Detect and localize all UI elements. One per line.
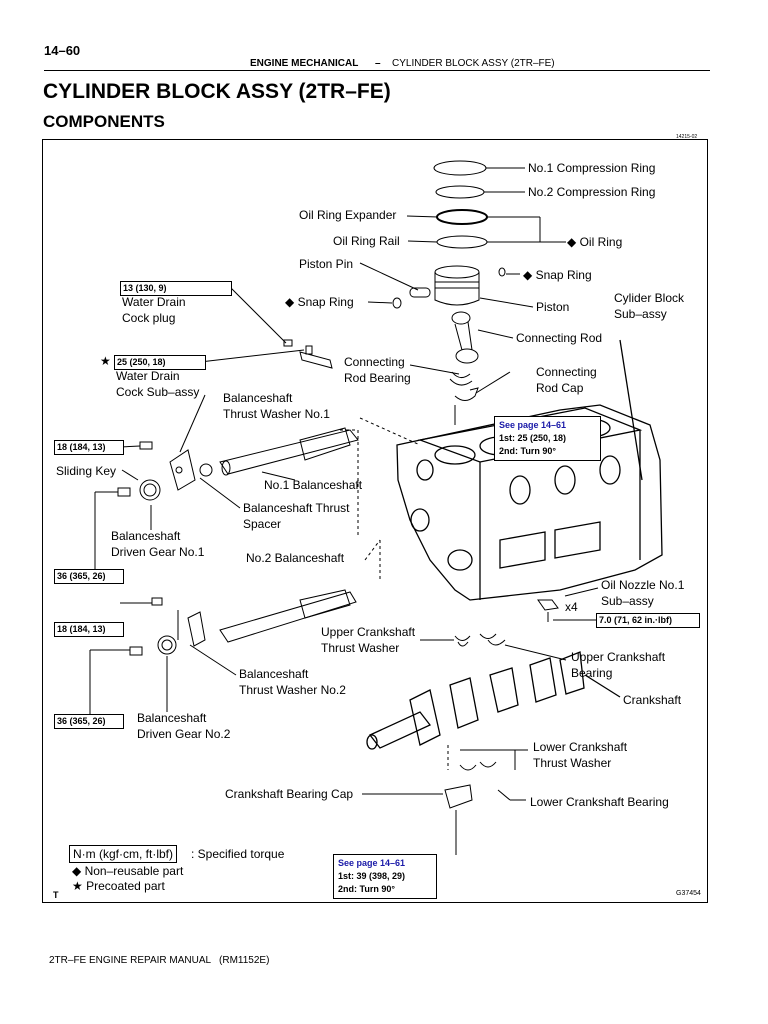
- label-connecting-rod: Connecting Rod: [516, 331, 603, 345]
- label-no1-compression-ring: No.1 Compression Ring: [528, 161, 656, 175]
- no2-balanceshaft-art: [89, 539, 381, 718]
- section-subtitle: COMPONENTS: [43, 112, 165, 131]
- label-thrust-washer-2: Balanceshaft Thrust Washer No.2: [239, 667, 346, 697]
- page-number: 14–60: [44, 43, 81, 58]
- legend-precoated: ★ Precoated part: [72, 879, 165, 893]
- illustration-code: G37454: [676, 890, 701, 897]
- header-section: ENGINE MECHANICAL: [250, 58, 359, 69]
- label-piston: Piston: [536, 300, 570, 314]
- label-snap-ring-right: ◆ Snap Ring: [523, 268, 592, 282]
- piston-rings-art: [406, 160, 566, 249]
- connecting-rod-art: [409, 311, 514, 425]
- label-conrod-bearing: Connecting Rod Bearing: [344, 355, 411, 385]
- label-x4: x4: [565, 600, 578, 614]
- label-oil-ring-rail: Oil Ring Rail: [333, 234, 400, 248]
- header-rule: [44, 70, 710, 71]
- torque-oil-nozzle: 7.0 (71, 62 in.·lbf): [596, 613, 700, 628]
- legend-unit-box: N·m (kgf·cm, ft·lbf): [69, 845, 177, 863]
- label-crankshaft: Crankshaft: [623, 693, 682, 707]
- figure-frame: [42, 139, 708, 903]
- label-no2-compression-ring: No.2 Compression Ring: [528, 185, 656, 199]
- torque-water-drain-plug: 13 (130, 9): [120, 281, 232, 296]
- page-title: CYLINDER BLOCK ASSY (2TR–FE): [43, 80, 391, 103]
- label-no1-balanceshaft: No.1 Balanceshaft: [264, 478, 363, 492]
- label-thrust-spacer: Balanceshaft Thrust Spacer: [243, 501, 350, 531]
- label-thrust-washer-1: Balanceshaft Thrust Washer No.1: [223, 391, 330, 421]
- see-page-link[interactable]: See page 14–61: [499, 420, 567, 430]
- spec-box-bearing-cap: See page 14–61 1st: 39 (398, 29) 2nd: Tu…: [333, 854, 437, 899]
- torque-gear-1: 36 (365, 26): [54, 569, 124, 584]
- legend-non-reusable: ◆ Non–reusable part: [72, 864, 184, 878]
- label-sliding-key: Sliding Key: [56, 464, 117, 478]
- figure-code: 14215-02: [676, 134, 698, 140]
- oil-nozzle-art: [537, 587, 599, 622]
- label-snap-ring-left: ◆ Snap Ring: [285, 295, 354, 309]
- torque-bolt-1: 18 (184, 13): [54, 440, 124, 455]
- label-upper-thrust-washer: Upper Crankshaft Thrust Washer: [321, 625, 416, 655]
- label-piston-pin: Piston Pin: [299, 257, 354, 271]
- corner-mark: T: [53, 890, 59, 900]
- label-bearing-cap: Crankshaft Bearing Cap: [225, 787, 354, 801]
- header-dash: –: [375, 58, 381, 69]
- non-reusable-icon: ◆: [567, 235, 577, 249]
- crankshaft-art: [366, 651, 621, 750]
- label-water-drain-sub: Water Drain Cock Sub–assy: [116, 369, 200, 399]
- cylinder-block-art: [396, 339, 663, 601]
- label-lower-bearing: Lower Crankshaft Bearing: [530, 795, 669, 809]
- see-page-link[interactable]: See page 14–61: [338, 858, 406, 868]
- torque-water-drain-sub: 25 (250, 18): [114, 355, 206, 370]
- label-oil-ring: ◆ Oil Ring: [567, 234, 622, 250]
- precoated-icon: ★: [100, 354, 111, 368]
- label-conrod-cap: Connecting Rod Cap: [536, 365, 597, 395]
- label-oil-ring-expander: Oil Ring Expander: [299, 208, 397, 222]
- label-oil-nozzle: Oil Nozzle No.1 Sub–assy: [601, 578, 685, 608]
- precoated-icon: ★: [72, 879, 83, 893]
- footer-text: 2TR–FE ENGINE REPAIR MANUAL (RM1152E): [49, 955, 270, 966]
- non-reusable-icon: ◆: [72, 864, 82, 878]
- label-cylinder-block: Cylider Block Sub–assy: [614, 291, 685, 321]
- legend-unit-desc: : Specified torque: [191, 847, 285, 861]
- label-upper-bearing: Upper Crankshaft Bearing: [571, 650, 666, 680]
- label-driven-gear-1: Balanceshaft Driven Gear No.1: [111, 529, 205, 559]
- label-lower-thrust-washer: Lower Crankshaft Thrust Washer: [533, 740, 628, 770]
- no1-balanceshaft-art: [94, 394, 421, 570]
- label-driven-gear-2: Balanceshaft Driven Gear No.2: [137, 711, 231, 741]
- non-reusable-icon: ◆: [285, 295, 295, 309]
- crankshaft-bearings-art: [362, 633, 567, 855]
- torque-gear-2: 36 (365, 26): [54, 714, 124, 729]
- piston-art: [359, 262, 534, 309]
- label-oil-ring-text: Oil Ring: [579, 235, 623, 249]
- label-water-drain-plug: Water Drain Cock plug: [122, 295, 186, 325]
- header-subsection: CYLINDER BLOCK ASSY (2TR–FE): [392, 58, 555, 69]
- label-no2-balanceshaft: No.2 Balanceshaft: [246, 551, 345, 565]
- torque-bolt-2: 18 (184, 13): [54, 622, 124, 637]
- water-drain-cock-art: [199, 286, 333, 369]
- non-reusable-icon: ◆: [523, 268, 533, 282]
- spec-box-connecting-rod: See page 14–61 1st: 25 (250, 18) 2nd: Tu…: [494, 416, 601, 461]
